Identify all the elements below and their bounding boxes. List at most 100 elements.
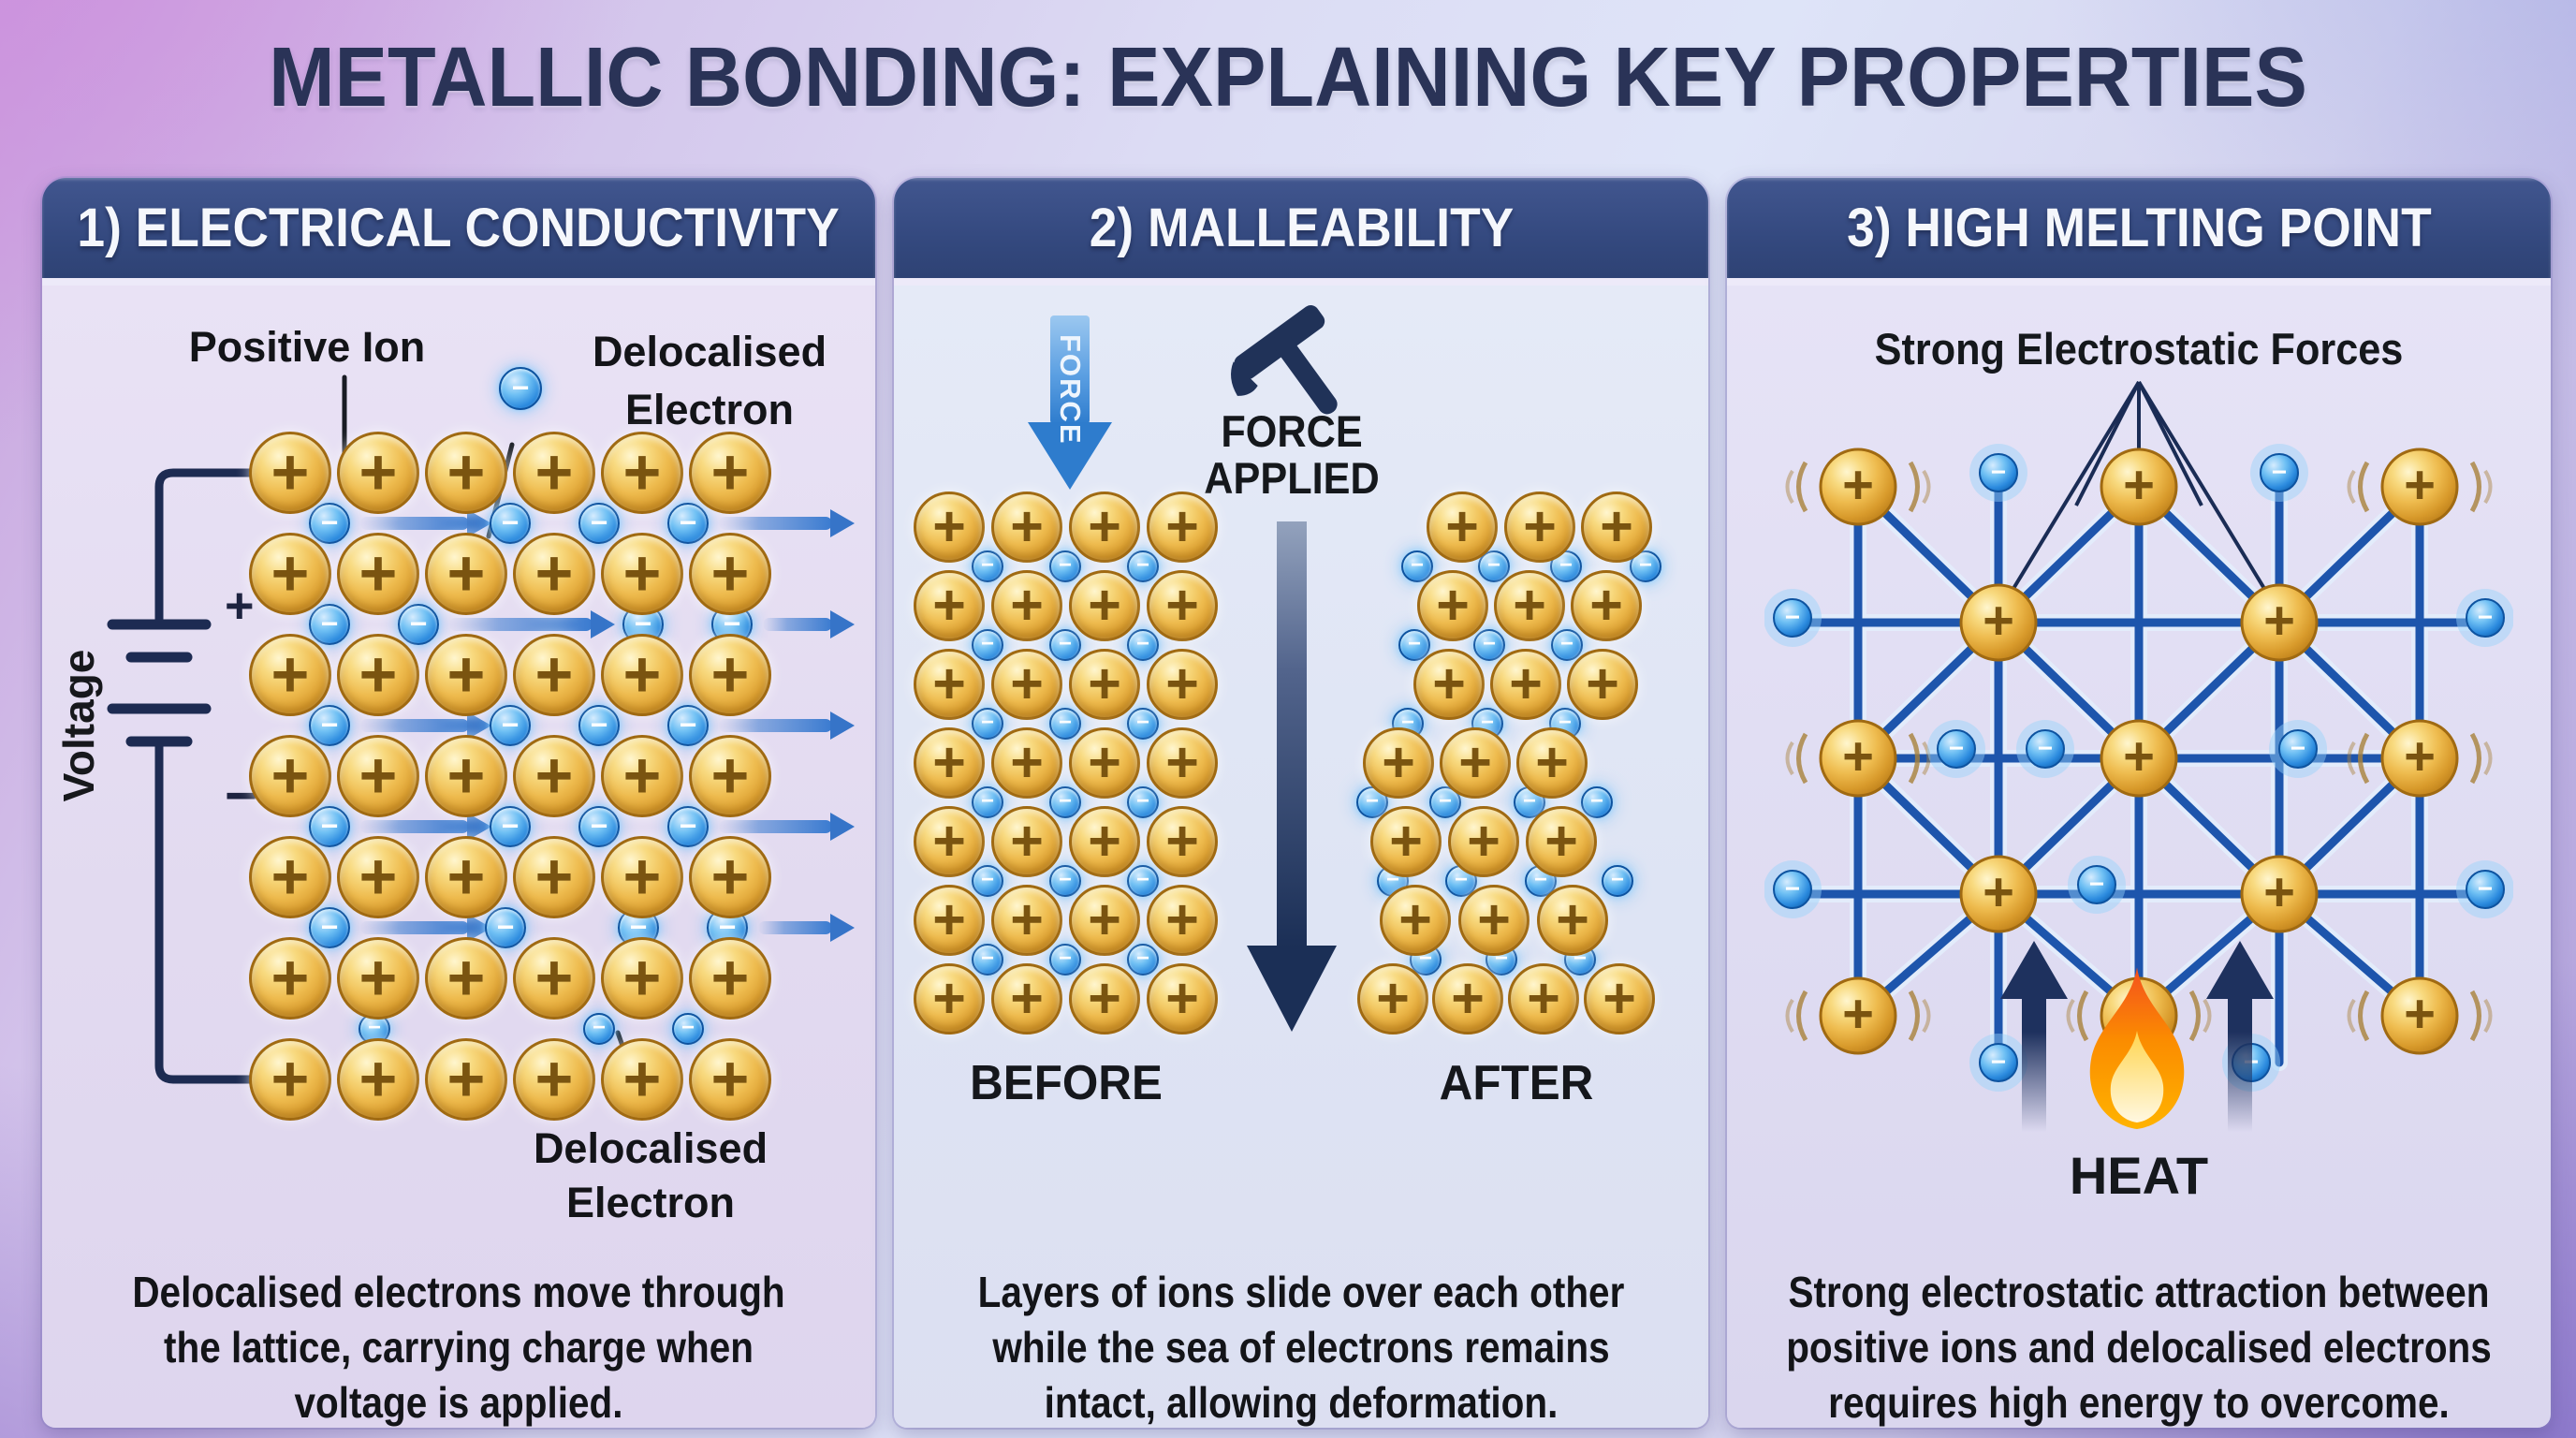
positive-ion: + bbox=[1069, 806, 1140, 877]
panel2-header: 2) MALLEABILITY bbox=[894, 178, 1708, 278]
delocalised-electron: − bbox=[583, 1013, 615, 1045]
panel-electrical-conductivity: 1) ELECTRICAL CONDUCTIVITY + − Voltage P… bbox=[42, 178, 875, 1428]
delocalised-electron: − bbox=[578, 705, 620, 746]
current-flow-arrow bbox=[719, 509, 855, 537]
hammer-icon bbox=[1230, 305, 1338, 415]
vibration-arc bbox=[1922, 469, 1931, 505]
electron-minus-sign: − bbox=[2089, 869, 2104, 898]
electron-minus-sign: − bbox=[1785, 602, 1800, 631]
positive-ion bbox=[2380, 719, 2459, 798]
panel1-body: + − Voltage Positive Ion − Delocalised E… bbox=[42, 286, 875, 1428]
ion-plus-sign: + bbox=[1983, 861, 2014, 922]
delocalised-electron: − bbox=[972, 550, 1003, 582]
positive-ion: + bbox=[1581, 492, 1652, 563]
positive-ion: + bbox=[425, 634, 507, 716]
delocalised-electron-bottom-line1: Delocalised bbox=[533, 1124, 768, 1172]
electron-minus-sign: − bbox=[1991, 1047, 2006, 1076]
electron-minus-sign: − bbox=[2291, 733, 2305, 762]
positive-ion: + bbox=[513, 533, 595, 615]
positive-ion: + bbox=[1494, 570, 1565, 641]
delocalised-electron: − bbox=[1049, 629, 1081, 661]
vibration-arc bbox=[2358, 990, 2370, 1042]
panel2-body: FORCE FORCE APPLIED −−−−−−−−−−−−−−−−−−++… bbox=[894, 286, 1708, 1428]
before-lattice: −−−−−−−−−−−−−−−−−−++++++++++++++++++++++… bbox=[894, 286, 1708, 1428]
battery-plus-sign: + bbox=[225, 578, 255, 634]
delocalised-electron bbox=[2077, 865, 2116, 904]
electron-minus-sign: − bbox=[1991, 457, 2006, 486]
positive-ion: + bbox=[425, 836, 507, 918]
delocalised-electron: − bbox=[1401, 550, 1433, 582]
positive-ion: + bbox=[1490, 649, 1561, 720]
electron-minus-sign: − bbox=[2478, 602, 2493, 631]
electron-minus-sign: − bbox=[1785, 873, 1800, 902]
ion-plus-sign: + bbox=[2404, 983, 2436, 1044]
vibration-arc bbox=[1785, 741, 1794, 776]
positive-ion: + bbox=[689, 836, 771, 918]
positive-ion: + bbox=[1571, 570, 1642, 641]
positive-ion: + bbox=[689, 937, 771, 1020]
vibration-arc bbox=[2483, 469, 2493, 505]
positive-ion: + bbox=[249, 1038, 331, 1121]
delocalised-electron: − bbox=[309, 503, 350, 544]
delocalised-electron: − bbox=[1478, 550, 1510, 582]
delocalised-electron-label: Delocalised Electron bbox=[555, 323, 864, 439]
positive-ion: + bbox=[1516, 727, 1588, 799]
positive-ion: + bbox=[1537, 885, 1608, 956]
positive-ion: + bbox=[1417, 570, 1488, 641]
delocalised-electron: − bbox=[1551, 629, 1583, 661]
positive-ion: + bbox=[689, 634, 771, 716]
positive-ion: + bbox=[249, 533, 331, 615]
vibration-arc bbox=[1785, 469, 1794, 505]
delocalised-electron bbox=[1979, 1043, 2018, 1082]
current-flow-arrow bbox=[449, 610, 615, 638]
panel1-caption: Delocalised electrons move through the l… bbox=[132, 1268, 785, 1427]
current-flow-arrow bbox=[360, 813, 491, 841]
positive-ion: + bbox=[601, 533, 683, 615]
vibration-arc bbox=[2483, 998, 2493, 1034]
vibration-arc bbox=[1922, 741, 1931, 776]
positive-ion: + bbox=[914, 570, 985, 641]
ion-plus-sign: + bbox=[2404, 726, 2436, 786]
delocalised-electron: − bbox=[1049, 708, 1081, 740]
electron-minus-sign: − bbox=[2272, 457, 2287, 486]
vibration-arc bbox=[1785, 998, 1794, 1034]
panel3-header: 3) HIGH MELTING POINT bbox=[1727, 178, 2551, 278]
delocalised-electron: − bbox=[1630, 550, 1661, 582]
positive-ion: + bbox=[337, 634, 419, 716]
positive-ion: + bbox=[1069, 727, 1140, 799]
heat-arrow-up bbox=[2206, 941, 2274, 1132]
vibration-arc bbox=[1908, 461, 1920, 513]
positive-ion: + bbox=[337, 533, 419, 615]
ion-plus-sign: + bbox=[1983, 590, 2014, 651]
positive-ion bbox=[2100, 719, 2178, 798]
positive-ion: + bbox=[1147, 885, 1218, 956]
flame-icon bbox=[2089, 967, 2185, 1129]
positive-ion: + bbox=[601, 1038, 683, 1121]
delocalised-electron: − bbox=[1127, 944, 1159, 976]
positive-ion: + bbox=[337, 836, 419, 918]
positive-ion: + bbox=[513, 735, 595, 817]
force-arrow-label: FORCE bbox=[1054, 333, 1087, 446]
positive-ion: + bbox=[249, 634, 331, 716]
positive-ion bbox=[2380, 976, 2459, 1055]
positive-ion: + bbox=[914, 492, 985, 563]
positive-ion: + bbox=[425, 1038, 507, 1121]
ion-plus-sign: + bbox=[1842, 726, 1874, 786]
delocalised-electron: − bbox=[1398, 629, 1430, 661]
delocalised-electron-bottom-line2: Electron bbox=[565, 1179, 736, 1226]
positive-ion: + bbox=[991, 806, 1062, 877]
positive-ion: + bbox=[914, 727, 985, 799]
positive-ion: + bbox=[249, 937, 331, 1020]
positive-ion: + bbox=[1504, 492, 1575, 563]
positive-ion: + bbox=[601, 836, 683, 918]
force-applied-label: FORCE APPLIED bbox=[1204, 406, 1380, 503]
delocalised-electron bbox=[2026, 729, 2065, 769]
positive-ion: + bbox=[1147, 570, 1218, 641]
electron-legend-dot: − bbox=[499, 367, 542, 410]
positive-ion: + bbox=[425, 735, 507, 817]
delocalised-electron: − bbox=[1127, 629, 1159, 661]
positive-ion: + bbox=[1413, 649, 1485, 720]
positive-ion bbox=[2100, 448, 2178, 526]
after-label: AFTER bbox=[1439, 1056, 1594, 1110]
positive-ion: + bbox=[991, 492, 1062, 563]
